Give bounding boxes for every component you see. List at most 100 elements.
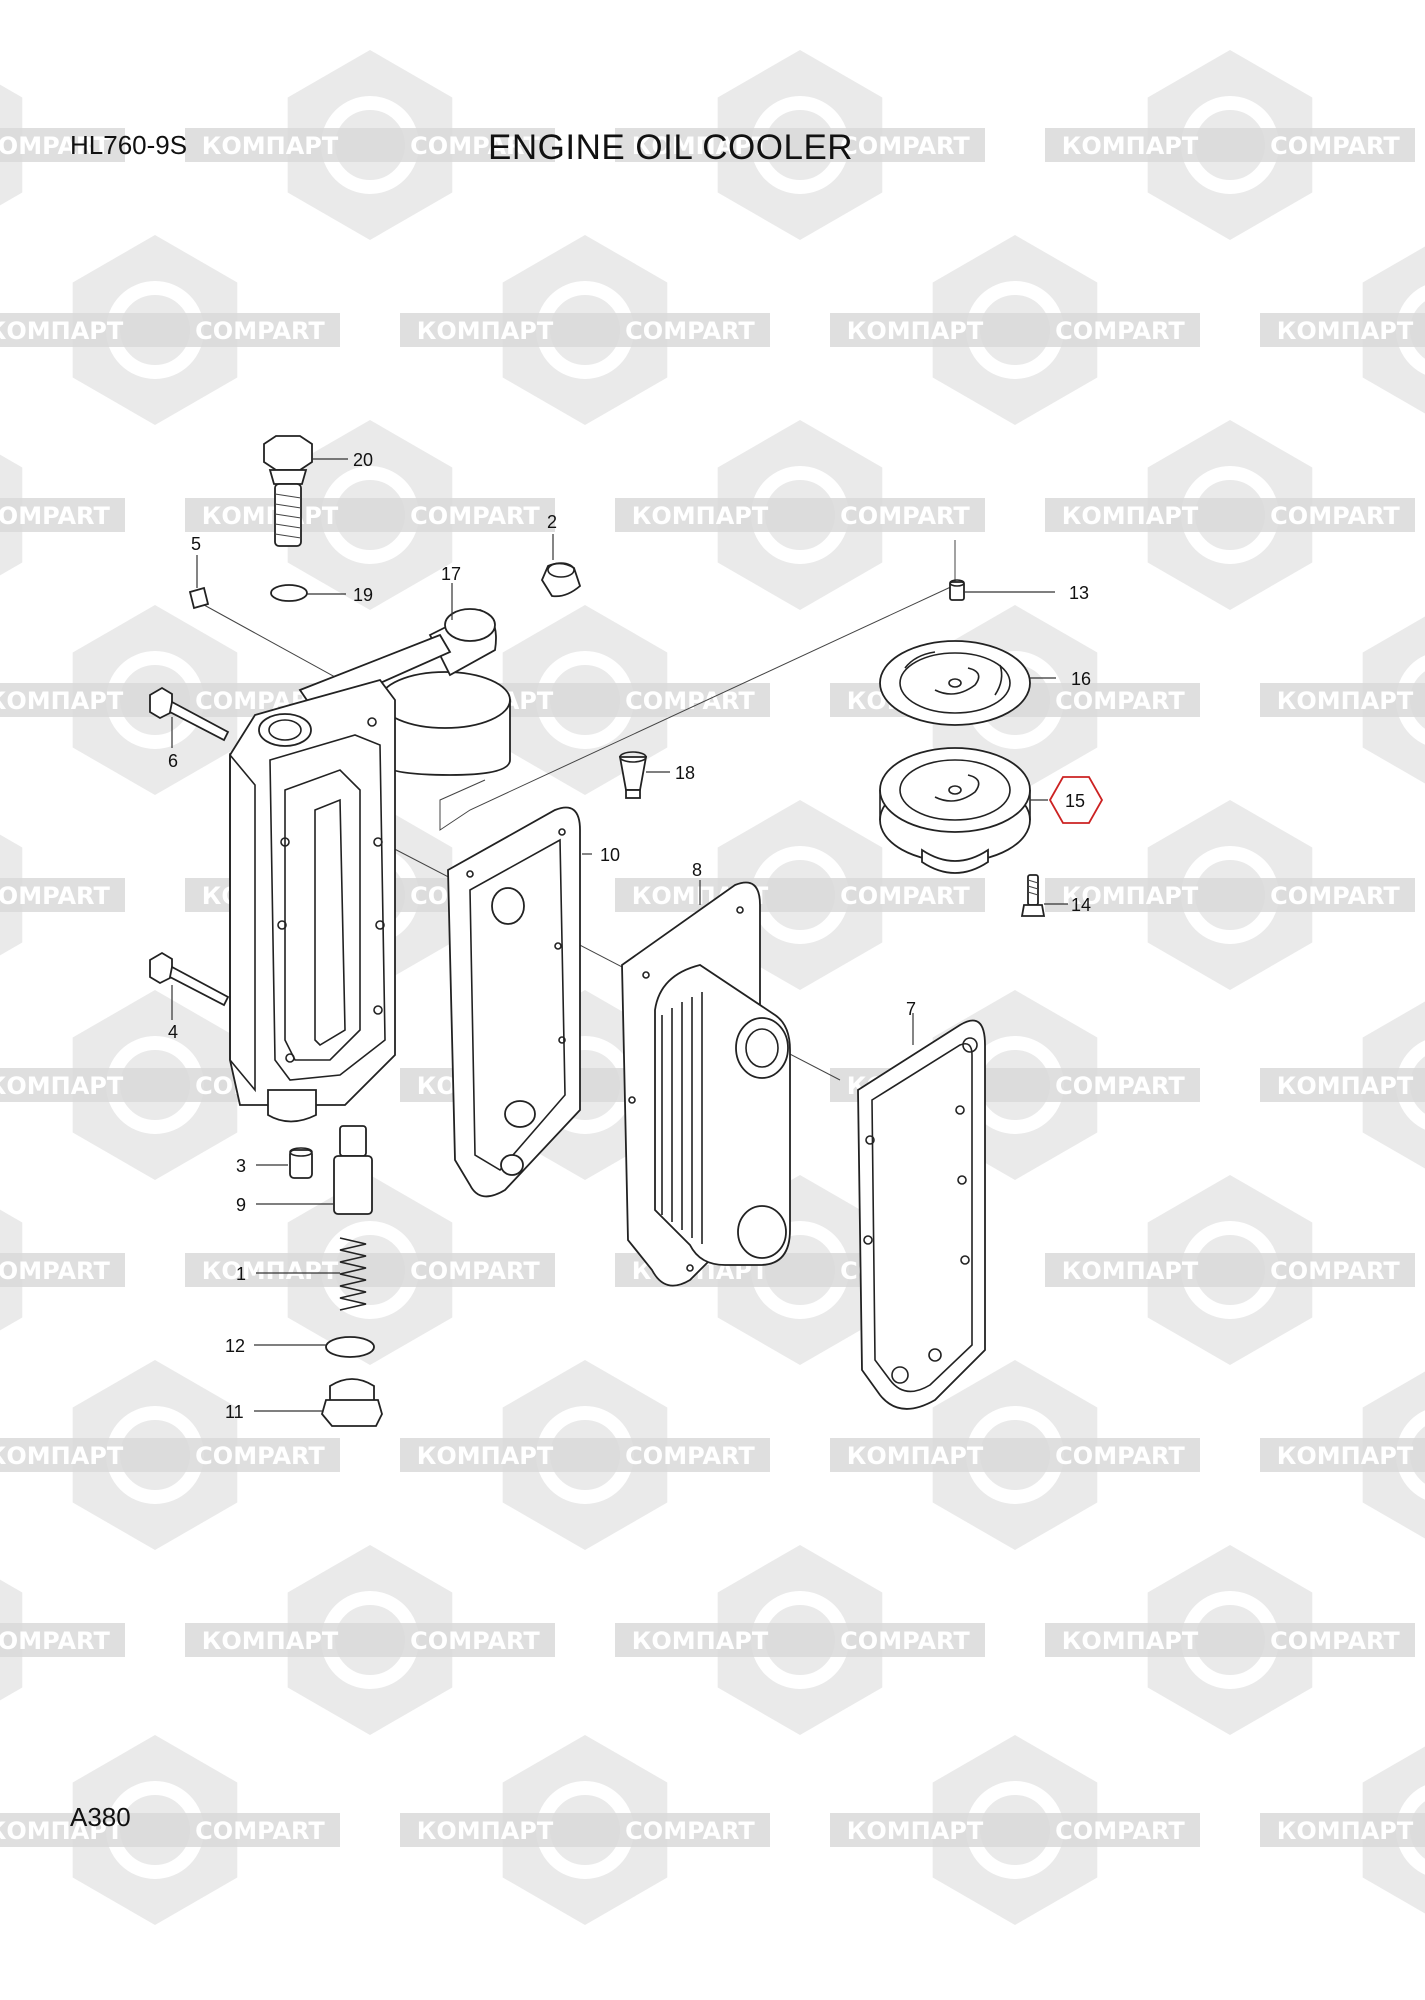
model-label: HL760-9S [70, 130, 188, 160]
callout-7[interactable]: 7 [906, 999, 916, 1019]
watermark-text-cyrillic: КОМПАРТ [632, 502, 769, 530]
watermark-text-cyrillic: КОМПАРТ [417, 317, 554, 345]
part-4-bolt [149, 951, 230, 1007]
watermark-text-cyrillic: КОМПАРТ [1062, 1257, 1199, 1285]
watermark-text-cyrillic: КОМПАРТ [1277, 1817, 1414, 1845]
callout-3[interactable]: 3 [236, 1156, 246, 1176]
part-6-bolt [149, 686, 230, 742]
watermark-text-cyrillic: КОМПАРТ [0, 687, 124, 715]
callout-18[interactable]: 18 [675, 763, 695, 783]
watermark-text-latin: COMPART [1270, 1627, 1400, 1655]
watermark-text-cyrillic: КОМПАРТ [1277, 687, 1414, 715]
watermark-text-latin: COMPART [0, 882, 110, 910]
watermark-text-latin: COMPART [195, 1442, 325, 1470]
watermark-text-cyrillic: КОМПАРТ [847, 317, 984, 345]
callout-10[interactable]: 10 [600, 845, 620, 865]
callout-11[interactable]: 11 [225, 1402, 244, 1422]
watermark-text-latin: COMPART [1270, 502, 1400, 530]
watermark-text-latin: COMPART [0, 502, 110, 530]
watermark-text-latin: COMPART [0, 132, 110, 160]
page-reference: A380 [70, 1802, 131, 1832]
watermark-text-latin: COMPART [410, 1257, 540, 1285]
watermark-logo: КОМПАРТ COMPART [185, 1175, 555, 1365]
watermark-text-latin: COMPART [1270, 882, 1400, 910]
watermark-text-cyrillic: КОМПАРТ [202, 1257, 339, 1285]
part-5-plug [188, 586, 210, 610]
watermark-text-latin: COMPART [840, 1627, 970, 1655]
part-18-connector [618, 751, 648, 799]
callout-12[interactable]: 12 [225, 1336, 245, 1356]
watermark-text-latin: COMPART [410, 1627, 540, 1655]
callout-20[interactable]: 20 [353, 450, 373, 470]
callout-6[interactable]: 6 [168, 751, 178, 771]
watermark-text-cyrillic: КОМПАРТ [632, 1627, 769, 1655]
watermark-text-cyrillic: КОМПАРТ [847, 1442, 984, 1470]
watermark-text-cyrillic: КОМПАРТ [0, 1442, 124, 1470]
watermark-text-cyrillic: КОМПАРТ [0, 317, 124, 345]
watermark-logo: КОМПАРТ COMPART [1045, 420, 1415, 610]
watermark-text-latin: COMPART [410, 132, 540, 160]
callout-15[interactable]: 15 [1065, 791, 1085, 811]
part-9-piston [333, 1125, 373, 1215]
part-15-thermostat [879, 747, 1031, 874]
watermark-text-cyrillic: КОМПАРТ [202, 1627, 339, 1655]
watermark-logo: КОМПАРТ COMPART [400, 235, 770, 425]
watermark-text-cyrillic: КОМПАРТ [1062, 502, 1199, 530]
callout-17[interactable]: 17 [441, 564, 461, 584]
watermark-text-latin: COMPART [1055, 1442, 1185, 1470]
watermark-text-cyrillic: КОМПАРТ [1277, 1072, 1414, 1100]
callout-19[interactable]: 19 [353, 585, 373, 605]
watermark-text-latin: COMPART [0, 1257, 110, 1285]
part-12-o-ring [325, 1336, 375, 1358]
watermark-text-latin: COMPART [410, 502, 540, 530]
watermark-logo: КОМПАРТ COMPART [0, 235, 340, 425]
callout-15-highlight-hexagon[interactable] [1048, 776, 1104, 824]
part-7-gasket [857, 1019, 986, 1410]
callout-2[interactable]: 2 [547, 512, 557, 532]
part-1-spring [339, 1237, 367, 1311]
callout-9[interactable]: 9 [236, 1195, 246, 1215]
watermark-text-cyrillic: КОМПАРТ [202, 132, 339, 160]
watermark-text-latin: COMPART [1270, 1257, 1400, 1285]
callout-5[interactable]: 5 [191, 534, 201, 554]
part-8-cooler-element [621, 881, 791, 1287]
callout-16[interactable]: 16 [1071, 669, 1091, 689]
watermark-text-cyrillic: КОМПАРТ [847, 1817, 984, 1845]
callout-4[interactable]: 4 [168, 1022, 178, 1042]
watermark-text-latin: COMPART [625, 1442, 755, 1470]
watermark-text-latin: COMPART [1270, 132, 1400, 160]
watermark-text-cyrillic: КОМПАРТ [417, 1442, 554, 1470]
watermark-text-latin: COMPART [195, 317, 325, 345]
leader-lines [171, 458, 1068, 1412]
watermark-text-latin: COMPART [1055, 1072, 1185, 1100]
watermark-logo: КОМПАРТ COMPART [185, 1545, 555, 1735]
callout-14[interactable]: 14 [1071, 895, 1091, 915]
watermark-text-latin: COMPART [625, 317, 755, 345]
watermark-text-latin: COMPART [840, 882, 970, 910]
watermark-text-latin: COMPART [1055, 687, 1185, 715]
watermark-logo: КОМПАРТ COMPART [615, 1545, 985, 1735]
callout-8[interactable]: 8 [692, 860, 702, 880]
callout-13[interactable]: 13 [1069, 583, 1089, 603]
watermark-text-cyrillic: КОМПАРТ [1062, 1627, 1199, 1655]
callout-1[interactable]: 1 [236, 1264, 246, 1284]
watermark-text-latin: COMPART [0, 1627, 110, 1655]
watermark-logo: КОМПАРТ COMPART [830, 1360, 1200, 1550]
watermark-text-cyrillic: КОМПАРТ [0, 1817, 124, 1845]
